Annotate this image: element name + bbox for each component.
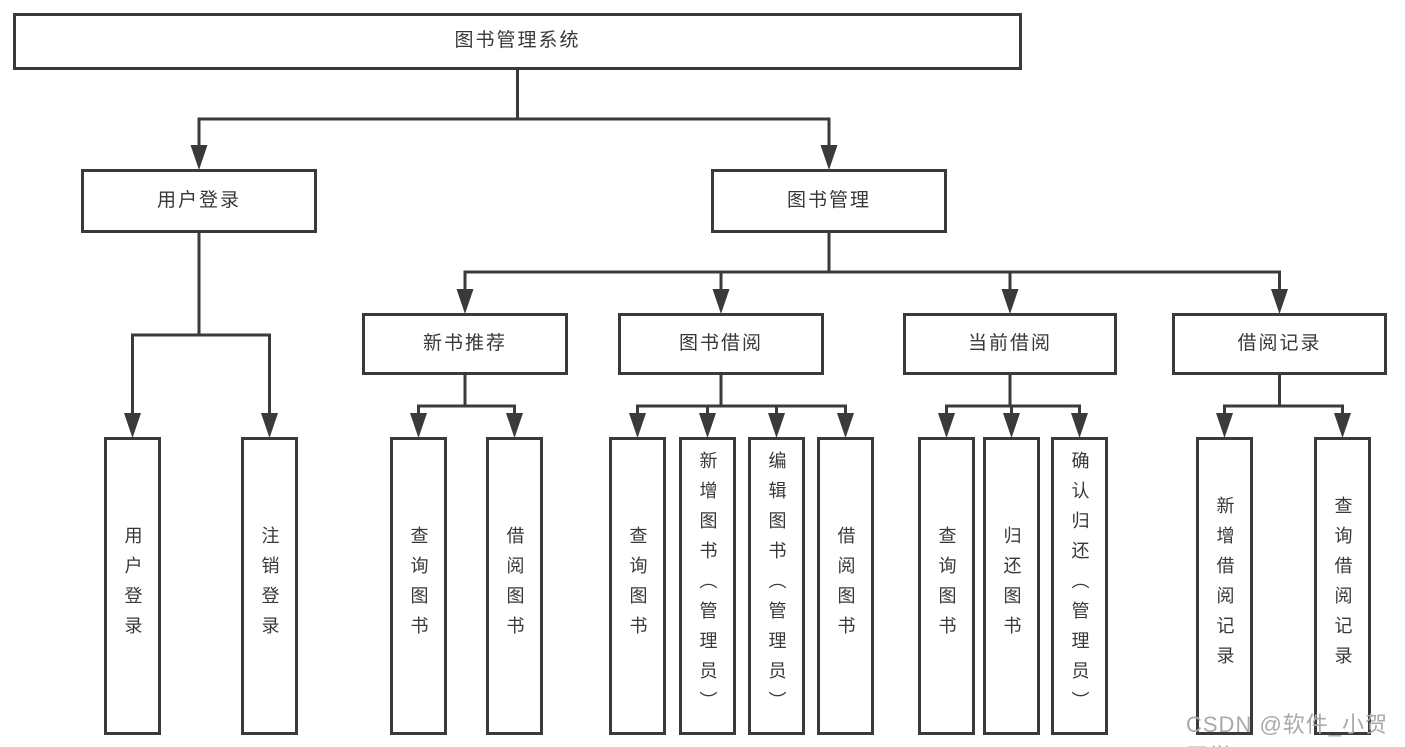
leaf-cb-query-books: 查询图书 bbox=[918, 437, 975, 735]
arrow-down-icon bbox=[1334, 413, 1351, 438]
leaf-nbr-query-books: 查询图书 bbox=[390, 437, 447, 735]
arrow-down-icon bbox=[768, 413, 785, 438]
arrow-down-icon bbox=[629, 413, 646, 438]
arrow-down-icon bbox=[837, 413, 854, 438]
arrow-down-icon bbox=[699, 413, 716, 438]
arrow-down-icon bbox=[190, 145, 208, 170]
arrow-down-icon bbox=[410, 413, 427, 438]
arrow-down-icon bbox=[820, 145, 838, 170]
arrow-down-icon bbox=[712, 289, 730, 314]
arrow-down-icon bbox=[1271, 289, 1288, 314]
arrow-down-icon bbox=[1001, 289, 1019, 314]
leaf-bb-edit-books: 编辑图书（管理员） bbox=[748, 437, 805, 735]
leaf-br-query-record: 查询借阅记录 bbox=[1314, 437, 1371, 735]
leaf-cb-return-books: 归还图书 bbox=[983, 437, 1040, 735]
arrow-down-icon bbox=[456, 289, 474, 314]
watermark: CSDN @软件_小贺同学 bbox=[1186, 712, 1389, 747]
node-library-system: 图书管理系统 bbox=[13, 13, 1022, 70]
leaf-bb-query-books: 查询图书 bbox=[609, 437, 666, 735]
leaf-user-login: 用户登录 bbox=[104, 437, 161, 735]
arrow-down-icon bbox=[124, 413, 141, 438]
leaf-bb-borrow-books: 借阅图书 bbox=[817, 437, 874, 735]
leaf-bb-add-books: 新增图书（管理员） bbox=[679, 437, 736, 735]
node-new-book-recommend: 新书推荐 bbox=[362, 313, 568, 375]
node-book-management: 图书管理 bbox=[711, 169, 947, 233]
arrow-down-icon bbox=[1216, 413, 1233, 438]
leaf-logout: 注销登录 bbox=[241, 437, 298, 735]
arrow-down-icon bbox=[938, 413, 955, 438]
node-current-borrowing: 当前借阅 bbox=[903, 313, 1117, 375]
leaf-br-add-record: 新增借阅记录 bbox=[1196, 437, 1253, 735]
arrow-down-icon bbox=[506, 413, 523, 438]
node-user-login: 用户登录 bbox=[81, 169, 317, 233]
leaf-nbr-borrow-books: 借阅图书 bbox=[486, 437, 543, 735]
node-borrow-records: 借阅记录 bbox=[1172, 313, 1387, 375]
arrow-down-icon bbox=[1003, 413, 1020, 438]
leaf-cb-confirm-return: 确认归还（管理员） bbox=[1051, 437, 1108, 735]
arrow-down-icon bbox=[261, 413, 278, 438]
arrow-down-icon bbox=[1071, 413, 1088, 438]
node-book-borrowing: 图书借阅 bbox=[618, 313, 824, 375]
